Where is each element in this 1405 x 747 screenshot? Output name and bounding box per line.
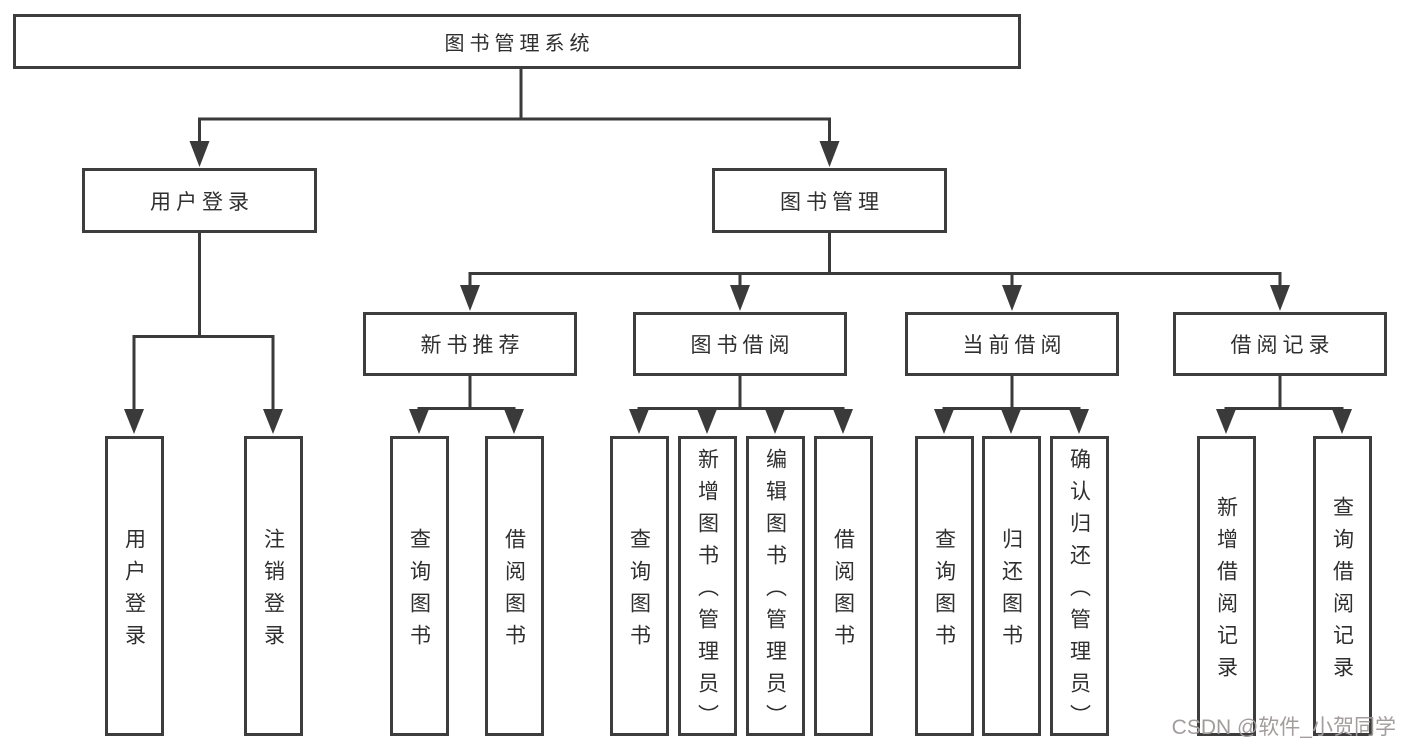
leaf-logout-label: 注销登录 (261, 527, 285, 656)
leaf-borrow-books-recommend-label: 借阅图书 (502, 527, 526, 656)
node-borrowing-records: 借阅记录 (1173, 312, 1387, 376)
leaf-borrow-books-recommend: 借阅图书 (484, 436, 544, 736)
leaf-return-books-label: 归还图书 (999, 527, 1023, 656)
node-user-login-label: 用户登录 (150, 190, 254, 214)
watermark: CSDN @软件_小贺同学 (1171, 716, 1396, 739)
node-new-book-recommend-label: 新书推荐 (420, 334, 525, 357)
leaf-edit-books-admin: 编辑图书（管理员） (745, 436, 805, 736)
node-borrowing-records-label: 借阅记录 (1230, 334, 1335, 357)
leaf-query-books-current: 查询图书 (914, 436, 974, 736)
node-current-borrowing: 当前借阅 (905, 312, 1119, 376)
node-root: 图书管理系统 (13, 14, 1021, 69)
leaf-query-books-borrow-label: 查询图书 (627, 527, 651, 656)
leaf-user-login: 用户登录 (104, 436, 164, 736)
leaf-add-books-admin-label: 新增图书（管理员） (695, 447, 719, 736)
leaf-query-books-current-label: 查询图书 (932, 527, 956, 656)
leaf-add-borrow-record: 新增借阅记录 (1196, 436, 1256, 736)
leaf-query-borrow-record: 查询借阅记录 (1312, 436, 1372, 736)
leaf-return-books: 归还图书 (981, 436, 1041, 736)
leaf-query-books-recommend-label: 查询图书 (407, 527, 431, 656)
leaf-confirm-return-admin: 确认归还（管理员） (1049, 436, 1109, 736)
node-book-management: 图书管理 (712, 168, 947, 233)
node-new-book-recommend: 新书推荐 (363, 312, 577, 376)
leaf-confirm-return-admin-label: 确认归还（管理员） (1067, 447, 1091, 736)
node-book-borrowing: 图书借阅 (633, 312, 847, 376)
node-book-management-label: 图书管理 (780, 190, 884, 214)
leaf-user-login-label: 用户登录 (122, 527, 146, 656)
leaf-logout: 注销登录 (243, 436, 303, 736)
leaf-borrow-books-label: 借阅图书 (831, 527, 855, 656)
leaf-borrow-books: 借阅图书 (813, 436, 873, 736)
leaf-query-borrow-record-label: 查询借阅记录 (1330, 495, 1354, 688)
leaf-query-books-recommend: 查询图书 (389, 436, 449, 736)
leaf-add-books-admin: 新增图书（管理员） (677, 436, 737, 736)
leaf-query-books-borrow: 查询图书 (609, 436, 669, 736)
leaf-edit-books-admin-label: 编辑图书（管理员） (763, 447, 787, 736)
node-user-login: 用户登录 (82, 168, 317, 233)
arrowheads (124, 141, 1352, 434)
leaf-add-borrow-record-label: 新增借阅记录 (1214, 495, 1238, 688)
node-book-borrowing-label: 图书借阅 (690, 334, 795, 357)
node-root-label: 图书管理系统 (444, 33, 595, 55)
node-current-borrowing-label: 当前借阅 (962, 334, 1067, 357)
